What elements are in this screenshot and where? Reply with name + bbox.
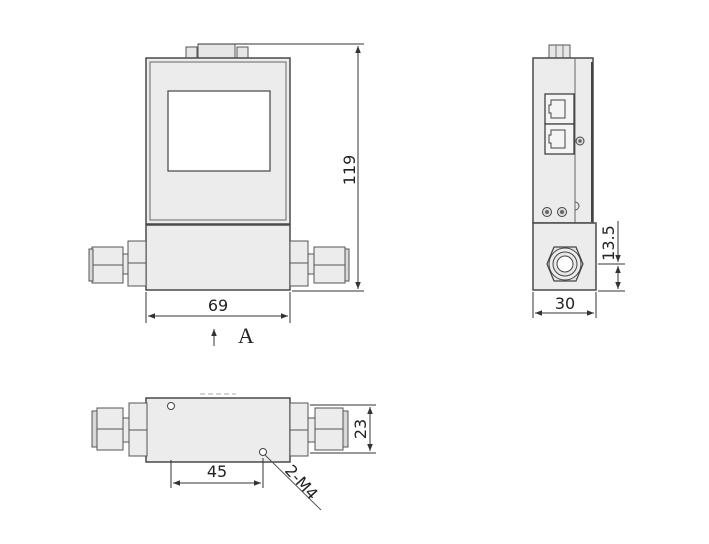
bottom-view: 23 45 2-M4 bbox=[91, 393, 376, 511]
rj-port-2 bbox=[544, 123, 575, 155]
view-label-a: A bbox=[238, 323, 254, 348]
dimension-side-width: 30 bbox=[532, 292, 597, 318]
bottom-right-fitting bbox=[289, 402, 349, 457]
bottom-left-fitting bbox=[91, 402, 148, 457]
port-fitting-hex bbox=[546, 246, 584, 282]
display-window bbox=[167, 90, 271, 172]
dim-label-30: 30 bbox=[555, 294, 575, 313]
left-fitting bbox=[88, 240, 147, 287]
right-fitting bbox=[289, 240, 350, 287]
dim-label-13-5: 13.5 bbox=[599, 225, 618, 261]
front-view: 119 69 A bbox=[88, 43, 364, 348]
hole-callout: 2-M4 bbox=[264, 454, 322, 511]
side-view: 13.5 30 bbox=[532, 44, 625, 318]
dimension-port-height: 13.5 bbox=[598, 221, 625, 292]
dimension-width: 69 bbox=[145, 292, 291, 323]
dim-label-119: 119 bbox=[340, 155, 359, 186]
dim-label-69: 69 bbox=[208, 296, 228, 315]
view-arrow-a: A bbox=[211, 323, 254, 348]
rj-port-1 bbox=[544, 93, 575, 125]
dim-label-23: 23 bbox=[351, 419, 370, 439]
mount-hole-2 bbox=[259, 448, 267, 456]
side-flow-body bbox=[532, 222, 597, 291]
dimension-hole-spacing: 45 bbox=[170, 458, 264, 488]
flow-body bbox=[145, 224, 291, 291]
dim-label-45: 45 bbox=[207, 462, 227, 481]
mount-hole-1 bbox=[167, 402, 175, 410]
dimension-body-height: 23 bbox=[310, 404, 376, 454]
hole-callout-label: 2-M4 bbox=[281, 461, 322, 503]
dimension-height: 119 bbox=[198, 43, 364, 292]
top-connector bbox=[185, 43, 249, 60]
